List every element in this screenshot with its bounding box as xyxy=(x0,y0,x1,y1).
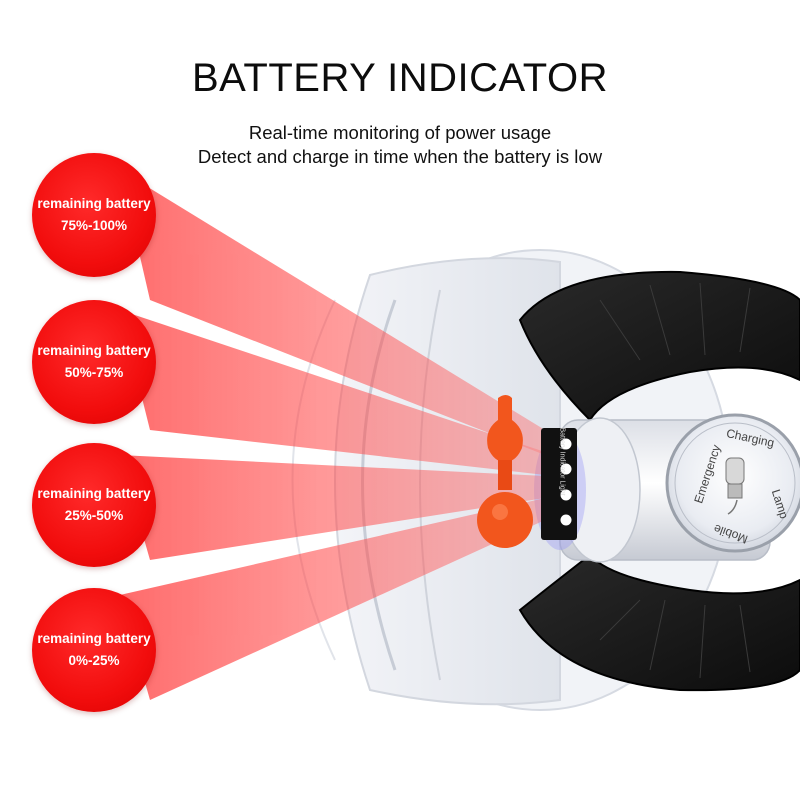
indicator-range: 75%-100% xyxy=(60,218,128,233)
badge-text-left: Emergency xyxy=(691,442,724,506)
indicator-label: remaining battery xyxy=(37,486,151,501)
battery-led-panel xyxy=(541,428,577,540)
battery-indicator-label: Battery Indicator Light xyxy=(544,427,574,540)
indicator-circle-25-50: remaining battery 25%-50% xyxy=(32,443,156,567)
indicator-circle-0-25: remaining battery 0%-25% xyxy=(32,588,156,712)
product-badge: Charging Emergency Lamp Mobile xyxy=(681,405,800,555)
power-switch xyxy=(477,395,533,548)
indicator-label: remaining battery xyxy=(37,631,151,646)
indicator-beams xyxy=(120,170,545,700)
indicator-circle-75-100: remaining battery 75%-100% xyxy=(32,153,156,277)
page-title: BATTERY INDICATOR xyxy=(192,56,608,100)
badge-text-bottom: Mobile xyxy=(711,521,750,547)
indicator-circle-50-75: remaining battery 50%-75% xyxy=(32,300,156,424)
indicator-range: 50%-75% xyxy=(64,365,124,380)
solar-panel-top xyxy=(518,270,800,422)
indicator-range: 0%-25% xyxy=(68,653,120,668)
indicator-range: 25%-50% xyxy=(64,508,124,523)
subtitle-line-1: Real-time monitoring of power usage xyxy=(248,122,552,143)
lamp-cap xyxy=(665,413,800,553)
battery-indicator-label-text: Battery Indicator Light xyxy=(558,427,566,496)
indicator-label: remaining battery xyxy=(37,196,151,211)
indicator-label: remaining battery xyxy=(37,343,151,358)
badge-text-right: Lamp xyxy=(768,487,792,521)
subtitle-line-2: Detect and charge in time when the batte… xyxy=(197,146,603,167)
badge-text-top: Charging xyxy=(725,426,776,450)
